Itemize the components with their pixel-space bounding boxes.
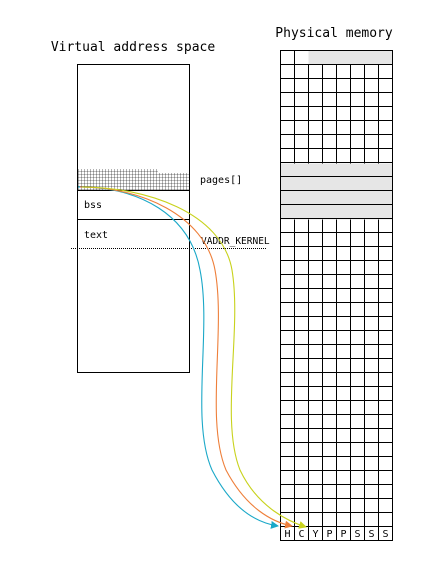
bss-label: bss — [84, 200, 102, 211]
page-flag-5: S — [354, 529, 360, 540]
page-flag-1: C — [298, 529, 304, 540]
physical-memory-grid — [280, 50, 393, 541]
text-label: text — [84, 230, 108, 241]
vaddr-kernel-label: VADDR_KERNEL — [201, 236, 270, 247]
arrow-to-flag-c — [79, 186, 293, 529]
arrow-to-flag-y — [81, 186, 307, 529]
page-flag-arrows — [77, 186, 307, 529]
pages-array-label: pages[] — [200, 175, 242, 186]
page-flag-2: Y — [312, 529, 318, 540]
page-flag-4: P — [340, 529, 346, 540]
page-flag-3: P — [326, 529, 332, 540]
shaded-reserved-block — [280, 163, 393, 220]
shaded-top-cells — [308, 50, 393, 65]
pages-array-region — [78, 169, 189, 190]
arrow-to-flag-h — [77, 186, 279, 529]
physical-memory-title: Physical memory — [275, 26, 393, 41]
virtual-address-space-title: Virtual address space — [51, 40, 216, 55]
page-flag-0: H — [284, 529, 290, 540]
page-flag-6: S — [368, 529, 374, 540]
virtual-address-space-box — [77, 64, 190, 373]
page-flag-7: S — [382, 529, 388, 540]
